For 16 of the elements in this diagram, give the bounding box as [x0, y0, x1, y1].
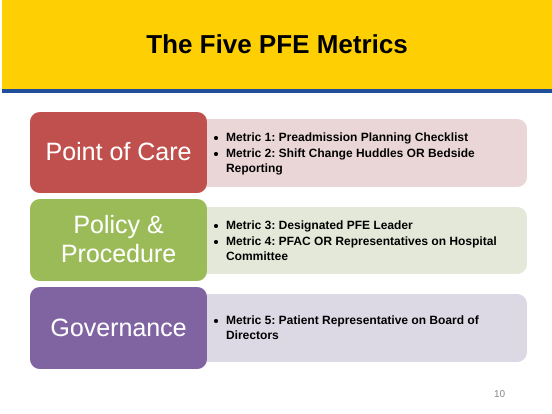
category-box [30, 199, 207, 281]
metric-text: Metric 2: Shift Change Huddles OR Bedside Reporting [226, 146, 476, 176]
category-label: Point of Care [46, 138, 192, 167]
category-box [30, 112, 207, 193]
metric-text: Metric 5: Patient Representative on Board of Directors [226, 313, 480, 343]
category-label: Policy & Procedure [60, 211, 178, 269]
title: The Five PFE Metrics [146, 28, 408, 61]
metrics-panel [207, 119, 527, 187]
category-box [30, 287, 207, 369]
page-number: 10 [494, 388, 506, 402]
metric-text: Metric 3: Designated PFE Leader [226, 218, 413, 232]
metric-text: Metric 1: Preadmission Planning Checklist [226, 130, 468, 145]
metric-text: Metric 4: PFAC OR Representatives on Hospital Committee [226, 234, 498, 264]
metrics-panel [207, 294, 527, 362]
metrics-panel [207, 207, 527, 274]
category-label: Governance [50, 314, 187, 342]
